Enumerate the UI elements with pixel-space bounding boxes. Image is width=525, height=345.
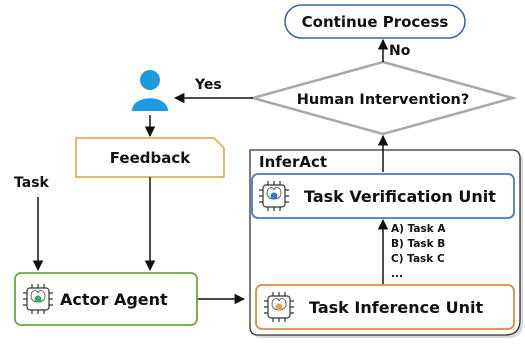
- continue-process-label: Continue Process: [302, 13, 449, 31]
- task-list-ellipsis: ...: [391, 268, 403, 280]
- human-intervention-label: Human Intervention?: [297, 92, 470, 108]
- inferact-label: InferAct: [259, 153, 327, 171]
- task-label: Task: [14, 175, 50, 191]
- feedback-label: Feedback: [110, 149, 191, 167]
- task-list: A) Task A B) Task B C) Task C ...: [391, 223, 446, 280]
- task-list-item: A) Task A: [391, 223, 446, 235]
- continue-process-node: Continue Process: [284, 4, 466, 39]
- human-intervention-decision: Human Intervention?: [248, 60, 518, 136]
- person-icon: [132, 70, 168, 111]
- feedback-node: Feedback: [75, 137, 225, 178]
- task-inference-node: Task Inference Unit: [255, 284, 515, 330]
- yes-label: Yes: [194, 77, 222, 93]
- task-list-item: C) Task C: [391, 253, 445, 265]
- task-list-item: B) Task B: [391, 238, 445, 250]
- brain-chip-icon: [258, 180, 290, 212]
- no-label: No: [389, 43, 411, 59]
- task-verification-node: Task Verification Unit: [251, 173, 515, 219]
- brain-chip-icon: [263, 291, 295, 323]
- brain-chip-icon: [22, 283, 54, 315]
- task-verification-label: Task Verification Unit: [304, 187, 496, 206]
- task-inference-label: Task Inference Unit: [309, 298, 483, 317]
- actor-agent-node: Actor Agent: [14, 272, 198, 326]
- actor-agent-label: Actor Agent: [60, 290, 168, 309]
